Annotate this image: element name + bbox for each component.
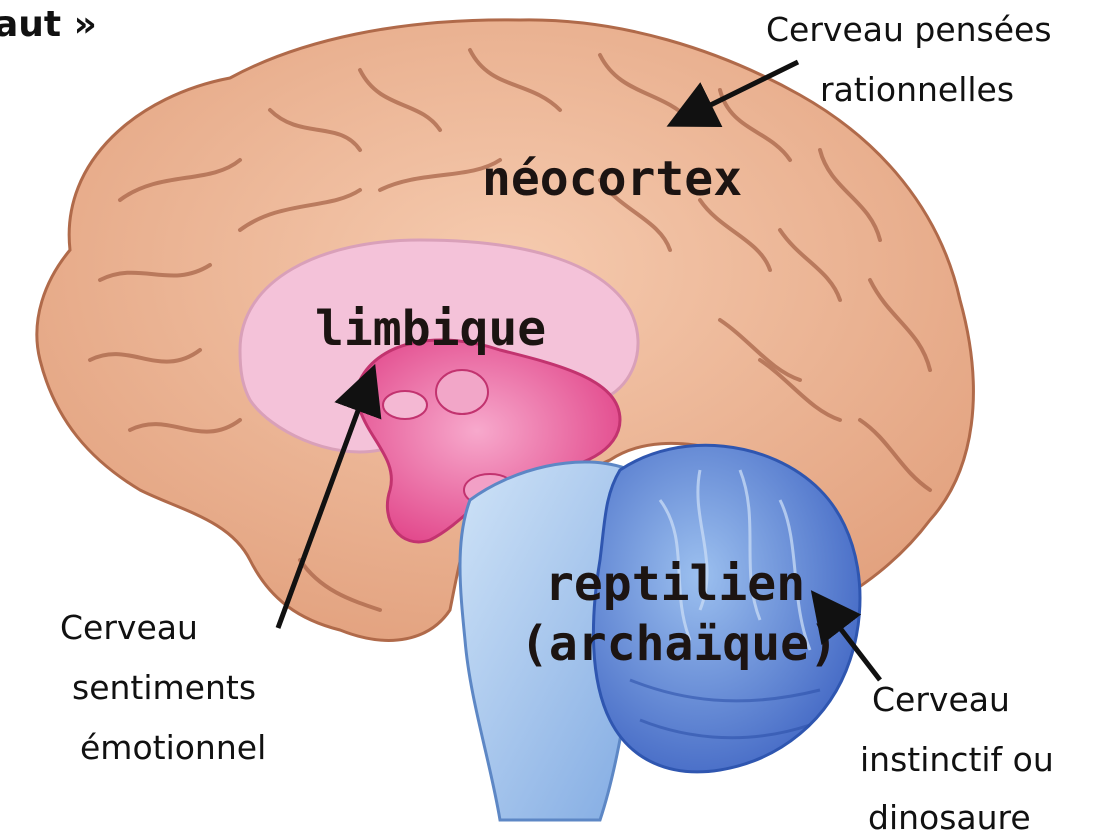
callout-instinct-line1: Cerveau [872,680,1010,720]
callout-rational-line2: rationnelles [820,70,1014,110]
region-reptilian-label-line1: reptilien [545,556,805,612]
region-neocortex-label: néocortex [482,151,742,207]
callout-rational-line1: Cerveau pensées [766,10,1052,50]
callout-emotional-line2: sentiments [72,668,256,708]
region-limbic-label: limbique [315,301,546,357]
callout-emotional-line3: émotionnel [80,728,266,768]
region-reptilian-label-line2: (archaïque) [520,616,838,672]
callout-instinct-line3: dinosaure [868,798,1031,838]
callout-instinct-line2: instinctif ou [860,740,1054,780]
callout-emotional-line1: Cerveau [60,608,198,648]
